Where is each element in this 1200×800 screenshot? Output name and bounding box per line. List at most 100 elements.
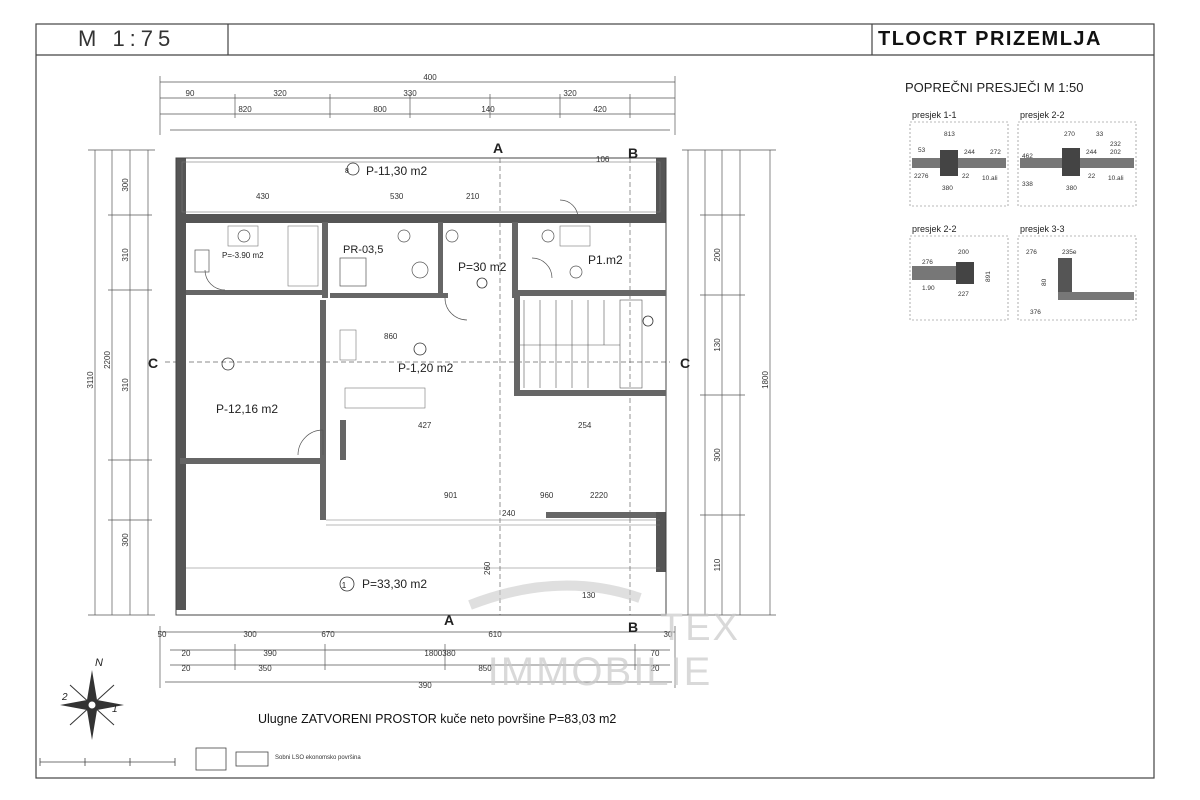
dim-text: 140 — [481, 105, 495, 114]
left-dimension-texts: 300 310 2200 310 300 3110 — [86, 178, 130, 547]
staircase — [520, 299, 643, 389]
room-area-label: P1.m2 — [588, 253, 623, 267]
dim-text: 272 — [990, 149, 1001, 156]
sections-title: POPREČNI PRESJEČI M 1:50 — [905, 80, 1084, 95]
room-number: 8 — [345, 168, 349, 175]
dim-text: 610 — [488, 630, 502, 639]
dim-text: 22 — [1088, 173, 1096, 180]
dim-text: 430 — [256, 192, 270, 201]
dim-text: 420 — [593, 105, 607, 114]
dim-text: 130 — [582, 591, 596, 600]
dim-text: 130 — [713, 338, 722, 352]
dim-text: 30 — [664, 630, 673, 639]
room-area-label: P=30 m2 — [458, 260, 507, 274]
dim-text: 276 — [1026, 249, 1037, 256]
axis-label-a-top: A — [493, 140, 503, 156]
dim-text: 310 — [121, 248, 130, 262]
dim-text: 800 — [373, 105, 387, 114]
axis-label-c-right: C — [680, 355, 690, 371]
dim-text: 106 — [596, 155, 610, 164]
axis-lines — [165, 158, 670, 615]
dim-text: 670 — [321, 630, 335, 639]
dim-text: 320 — [563, 89, 577, 98]
dim-text: 2200 — [103, 351, 112, 369]
dim-text: 227 — [958, 291, 969, 298]
dim-text: 20 — [182, 649, 191, 658]
dim-text: 1800 — [761, 371, 770, 389]
room-area-label: P=33,30 m2 — [362, 577, 427, 591]
dim-text: 2220 — [590, 491, 608, 500]
section-label-3-3: presjek 3-3 — [1020, 224, 1065, 234]
net-area-caption: Ulugne ZATVORENI PROSTOR kuče neto površ… — [258, 712, 617, 726]
dim-text: 20 — [182, 664, 191, 673]
left-dimension-lines — [88, 149, 155, 616]
dim-text: 10.ali — [1108, 175, 1124, 182]
room-area-label: P=-3.90 m2 — [222, 251, 264, 260]
dim-text: 244 — [1086, 149, 1097, 156]
dim-text: 20 — [651, 664, 660, 673]
dim-text: 330 — [403, 89, 417, 98]
section-label-2-2: presjek 2-2 — [1020, 110, 1065, 120]
compass-north-label: N — [95, 657, 103, 669]
dim-text: 338 — [1022, 181, 1033, 188]
dim-text: 200 — [713, 248, 722, 262]
dim-text: 462 — [1022, 153, 1033, 160]
dim-text: 850 — [478, 664, 492, 673]
dim-text: 33 — [1096, 131, 1104, 138]
dim-text: 380 — [942, 185, 953, 192]
dim-text: 210 — [466, 192, 480, 201]
dim-text: 300 — [121, 178, 130, 192]
dim-text: 244 — [964, 149, 975, 156]
dim-text: 235e — [1062, 249, 1077, 256]
dim-text: 1.90 — [922, 285, 935, 292]
dim-text: 232 — [1110, 141, 1121, 148]
dim-text: 350 — [258, 664, 272, 673]
dim-text: 53 — [918, 147, 926, 154]
dim-text: 200 — [958, 249, 969, 256]
dim-text: 390 — [263, 649, 277, 658]
dim-text: 254 — [578, 421, 592, 430]
room-number: 1 — [342, 581, 347, 590]
dim-text: 202 — [1110, 149, 1121, 156]
dim-text: 820 — [238, 105, 252, 114]
legend-caption: Sobni LSO ekonomsko površina — [275, 755, 361, 761]
thin-lines — [186, 225, 660, 569]
dim-text: 813 — [944, 131, 955, 138]
room-area-label: P-1,20 m2 — [398, 361, 454, 375]
fixtures — [194, 229, 583, 287]
dim-text: 276 — [922, 259, 933, 266]
dim-text: 10.ali — [982, 175, 998, 182]
dim-text: 860 — [384, 332, 398, 341]
inner-dimension-texts: 430 530 210 860 427 254 901 960 2220 240… — [256, 155, 610, 600]
scale-bar — [39, 747, 269, 771]
dim-text: 22 — [962, 173, 970, 180]
north-arrow-icon — [60, 670, 124, 740]
axis-label-a-bottom: A — [444, 612, 454, 628]
section-label-1-1: presjek 1-1 — [912, 110, 957, 120]
dim-text: 300 — [713, 448, 722, 462]
compass-label-2: 2 — [61, 692, 68, 703]
section-label-2-2-b: presjek 2-2 — [912, 224, 957, 234]
sheet-border — [35, 23, 1155, 779]
exterior-walls — [176, 158, 666, 610]
dim-text: 3110 — [86, 371, 95, 389]
dim-text: 427 — [418, 421, 432, 430]
dim-text: 960 — [540, 491, 554, 500]
room-area-label: P-11,30 m2 — [366, 164, 427, 178]
bottom-dimension-lines — [159, 626, 676, 688]
dim-text: 400 — [423, 73, 437, 82]
dim-text: 50 — [158, 630, 167, 639]
dim-text: 530 — [390, 192, 404, 201]
dim-text: 70 — [651, 649, 660, 658]
watermark-roof-icon — [468, 580, 642, 610]
drawing-scale: M 1:75 — [78, 26, 176, 51]
axis-label-c-left: C — [148, 355, 158, 371]
dim-text: 320 — [273, 89, 287, 98]
dim-text: 376 — [1030, 309, 1041, 316]
dim-text: 300 — [121, 533, 130, 547]
dim-text: 240 — [502, 509, 516, 518]
door-swings — [204, 199, 579, 456]
compass-label-1: 1 — [112, 704, 118, 715]
watermark-line1: TEX — [660, 607, 740, 649]
